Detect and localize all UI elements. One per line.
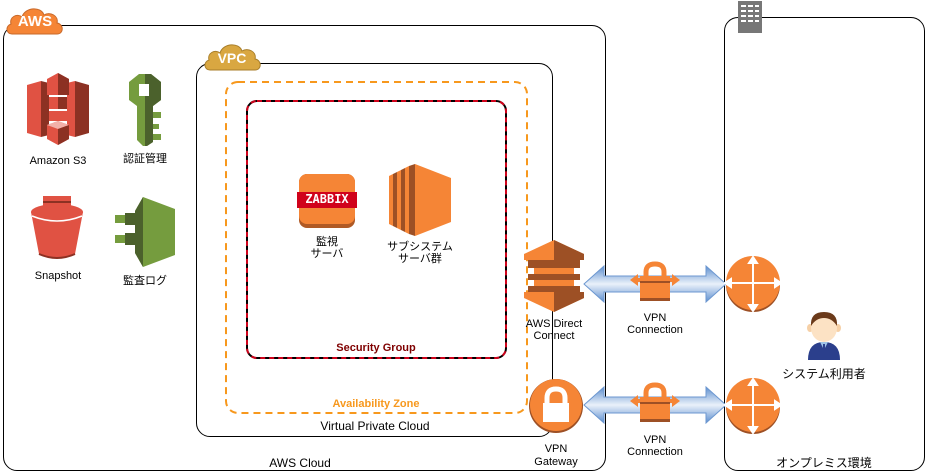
vpn-connection-top-icon: [630, 261, 680, 301]
customer-gateway-router-top-icon: [723, 255, 783, 313]
corporate-building-icon: [738, 1, 762, 33]
vpn-gateway-label-line2: Gateway: [534, 456, 578, 468]
iam-label: 認証管理: [123, 153, 167, 165]
ec2-instances-icon: [389, 164, 451, 236]
aws-cloud-group: [3, 25, 606, 471]
direct-connect-icon: [524, 240, 584, 312]
zabbix-server-label-line1: 監視: [316, 236, 338, 248]
snapshot-label: Snapshot: [34, 270, 82, 282]
amazon-s3-icon: [27, 73, 89, 145]
vpc-badge-icon: [204, 44, 261, 71]
audit-log-icon: [115, 197, 175, 267]
vpn-connection-bottom-label-line2: Connection: [627, 446, 683, 458]
vpn-gateway-label-line1: VPN: [544, 443, 568, 455]
aws-cloud-badge-text: AWS: [17, 13, 53, 30]
audit-log-label: 監査ログ: [123, 275, 167, 287]
system-user-icon: [807, 312, 841, 360]
iam-key-icon: [129, 74, 161, 146]
direct-connect-label-line1: AWS Direct: [525, 318, 583, 330]
vpn-connection-top-label-line1: VPN: [643, 312, 667, 324]
ec2-label-line1: サブシステム: [387, 241, 453, 253]
amazon-s3-label: Amazon S3: [29, 155, 87, 167]
zabbix-server-label-line2: サーバ: [310, 248, 344, 260]
customer-gateway-router-bottom-icon: [723, 377, 783, 435]
snapshot-bucket-icon: [31, 196, 83, 259]
zabbix-logo-text: ZABBIX: [305, 192, 349, 206]
aws-cloud-badge-icon: [6, 8, 63, 35]
ec2-label-line2: サーバ群: [398, 253, 442, 265]
on-premises-group: [724, 17, 925, 471]
aws-cloud-label: AWS Cloud: [269, 456, 331, 470]
system-user-label: システム利用者: [782, 367, 866, 381]
zabbix-server-icon: [297, 174, 357, 228]
on-premises-label: オンプレミス環境: [776, 456, 872, 470]
vpn-connection-top-label-line2: Connection: [627, 324, 683, 336]
availability-zone-label: Availability Zone: [332, 398, 420, 410]
vpn-connection-bottom-icon: [630, 382, 680, 422]
security-group-label: Security Group: [336, 342, 416, 354]
direct-connect-label-line2: Connect: [533, 330, 575, 342]
vpc-badge-text: VPC: [217, 50, 247, 66]
vpn-gateway-icon: [529, 379, 583, 433]
vpc-label: Virtual Private Cloud: [320, 419, 430, 433]
vpn-connection-bottom-label-line1: VPN: [643, 434, 667, 446]
